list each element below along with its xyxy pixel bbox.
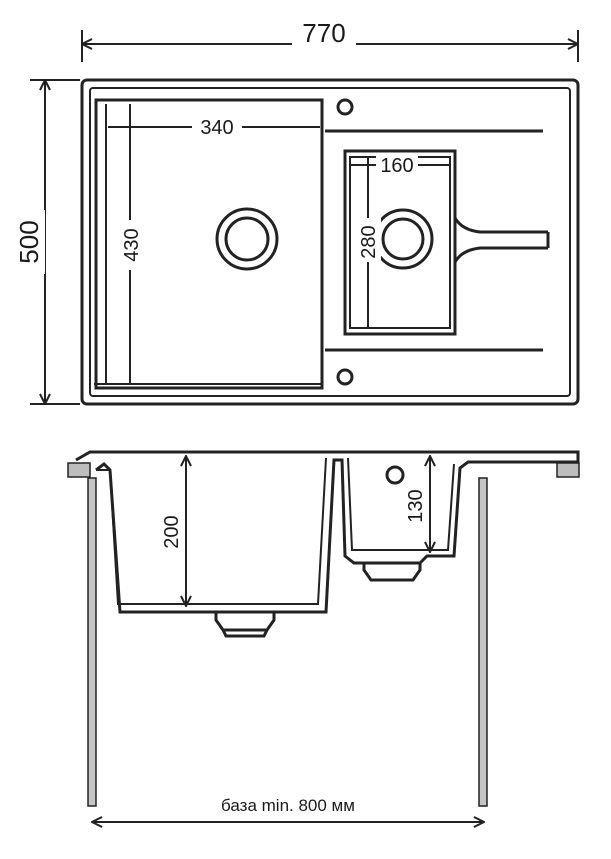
sink-outline: [80, 78, 580, 406]
total-depth-label: 500: [14, 220, 44, 263]
small-drain-inner: [381, 217, 425, 261]
tap-hole-bottom: [336, 368, 354, 386]
cabinet-wall-right: [478, 477, 488, 807]
main-drain-fitting: [214, 612, 276, 638]
main-drain-inner: [224, 216, 270, 262]
small-drain-fitting: [362, 563, 422, 582]
sink-profile-inner: [96, 457, 327, 605]
small-bowl-length-label: 280: [358, 225, 380, 258]
main-bowl-depth-label: 200: [161, 515, 183, 548]
side-view: 200 130 база min. 800 мм: [67, 450, 580, 822]
sink-profile: [75, 450, 580, 614]
main-bowl-length-label: 430: [121, 228, 143, 261]
main-bowl: [94, 98, 324, 390]
tap-hole-top: [336, 98, 354, 116]
countertop-left: [67, 462, 91, 478]
main-drain-outer: [215, 207, 279, 271]
overflow-hole: [385, 465, 405, 485]
total-width-label: 770: [302, 18, 345, 48]
cabinet-wall-left: [87, 477, 97, 807]
base-width-label: база min. 800 мм: [221, 796, 355, 815]
small-bowl-depth-label: 130: [405, 489, 427, 522]
countertop-right: [556, 462, 580, 478]
main-bowl-width-label: 340: [200, 117, 233, 139]
top-view: 770 500 340 430: [14, 18, 580, 406]
small-bowl-width-label: 160: [380, 155, 413, 177]
sink-inner-rim: [89, 87, 571, 397]
